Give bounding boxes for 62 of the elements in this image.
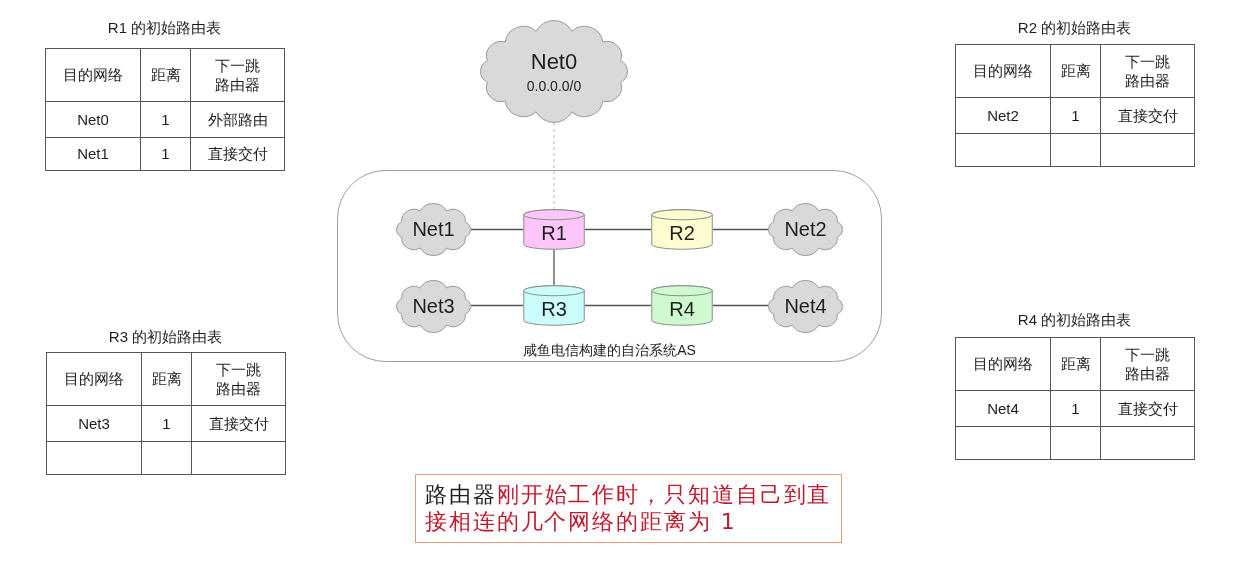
table-cell: Net3 [46,405,142,442]
table-cell: 直接交付 [190,137,285,171]
table-header-cell: 下一跳路由器 [1100,337,1195,391]
table-title: R4 的初始路由表 [1017,311,1132,329]
table-cell: 1 [140,101,191,138]
network-cloud [768,280,843,333]
network-cloud [768,203,843,256]
table-cell: 1 [141,405,192,442]
connection-line [470,304,524,307]
table-header-cell: 距离 [140,48,191,102]
connection-line [584,228,652,231]
table-cell: 直接交付 [191,405,286,442]
table-header-cell: 距离 [1050,337,1101,391]
table-header-cell: 下一跳路由器 [1100,44,1195,98]
network-name: Net0 [530,49,578,75]
connection-line [712,304,769,307]
network-name: Net4 [784,295,827,318]
table-cell: 1 [140,137,191,171]
router-cylinder [523,285,585,326]
connection-line [553,249,555,286]
table-header-cell: 目的网络 [955,44,1051,98]
table-cell: Net1 [45,137,141,171]
table-title: R2 的初始路由表 [1017,19,1132,37]
note-box [415,474,842,543]
table-cell: 直接交付 [1100,97,1195,134]
autonomous-system-region [337,170,882,362]
table-cell: 外部路由 [190,101,285,138]
note-text: 路由器刚开始工作时，只知道自己到直接相连的几个网络的距离为 1 [425,481,833,535]
router-name: R2 [669,222,695,245]
network-name: Net2 [784,218,827,241]
table-cell: 1 [1050,97,1101,134]
connection-line [712,228,769,231]
table-cell: Net4 [955,390,1051,427]
dashed-connection-line [553,122,555,210]
network-cloud [396,203,471,256]
router-cylinder [651,209,713,250]
network-prefix: 0.0.0.0/0 [526,77,582,94]
table-title: R1 的初始路由表 [107,19,222,37]
table-header-cell: 目的网络 [955,337,1051,391]
table-cell: 直接交付 [1100,390,1195,427]
router-cylinder [523,209,585,250]
network-name: Net3 [412,295,455,318]
router-cylinder [651,285,713,326]
network-name: Net1 [412,218,455,241]
router-name: R4 [669,298,695,321]
region-caption: 咸鱼电信构建的自治系统AS [523,342,696,359]
table-cell: Net2 [955,97,1051,134]
table-cell: 1 [1050,390,1101,427]
table-header-cell: 下一跳路由器 [190,48,285,102]
router-name: R1 [541,222,567,245]
network-cloud [480,20,628,123]
table-header-cell: 下一跳路由器 [191,352,286,406]
network-cloud [396,280,471,333]
connection-line [470,228,524,231]
table-header-cell: 目的网络 [45,48,141,102]
table-header-cell: 距离 [1050,44,1101,98]
table-header-cell: 距离 [141,352,192,406]
table-cell: Net0 [45,101,141,138]
table-header-cell: 目的网络 [46,352,142,406]
table-title: R3 的初始路由表 [108,328,223,346]
router-name: R3 [541,298,567,321]
connection-line [584,304,652,307]
